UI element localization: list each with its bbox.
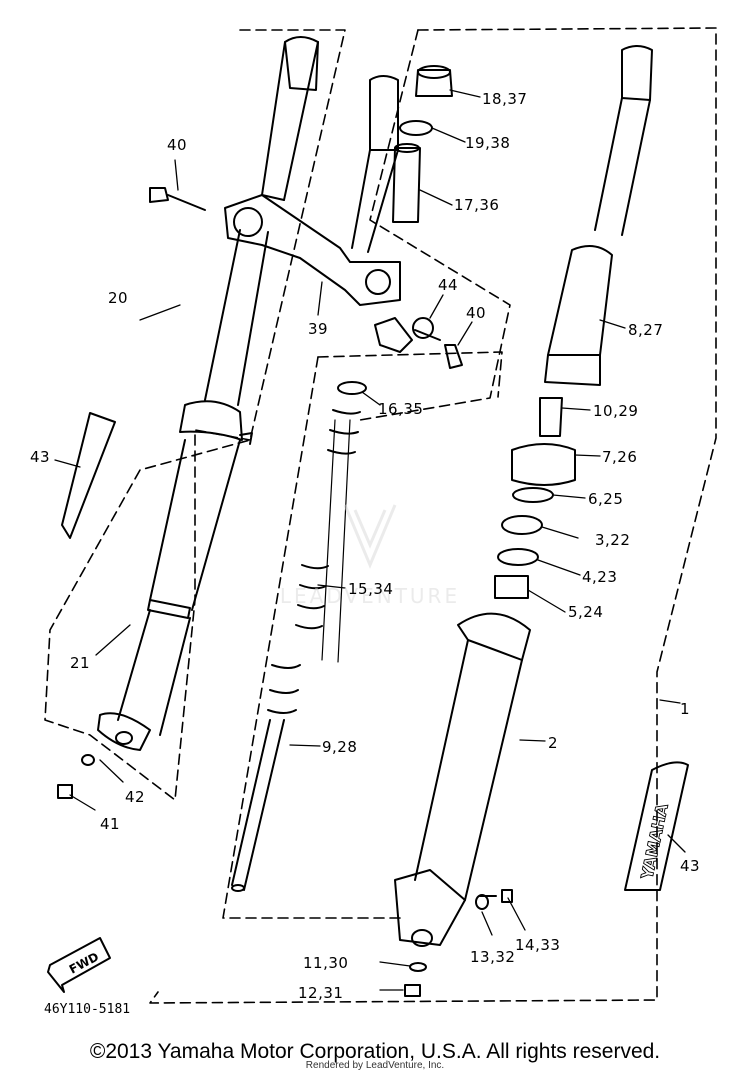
callout-c42: 42: [125, 788, 145, 806]
callout-c3: 3,22: [595, 531, 630, 549]
callout-c20: 20: [108, 289, 128, 307]
callout-c43a: 43: [30, 448, 50, 466]
callout-c6: 6,25: [588, 490, 623, 508]
callout-c4: 4,23: [582, 568, 617, 586]
clamp-44: [374, 317, 413, 353]
assembly-boundaries: [44, 27, 717, 1004]
callout-c8: 8,27: [628, 321, 663, 339]
steering-stem: [351, 75, 399, 253]
watermark: LEADVENTURE: [280, 504, 460, 608]
exploded-view-svg: LEADVENTURE YAMAHA FWD 123,224,235,246,2…: [30, 27, 717, 1017]
seal-stack: [494, 397, 576, 599]
callout-labels: 1 2 3,22 4,23 5,24 6,25 7,26 8,27 9,28 10,29 11,30…: [30, 90, 700, 1002]
callout-c18: 18,37: [482, 90, 527, 108]
callout-c1: 1: [680, 700, 690, 718]
drawing-code: 46Y110-5181: [44, 1002, 130, 1017]
callout-c40b: 40: [466, 304, 486, 322]
svg-text:LEADVENTURE: LEADVENTURE: [280, 584, 460, 608]
callout-c40a: 40: [167, 136, 187, 154]
copyright-text: ©2013 Yamaha Motor Corporation, U.S.A. A…: [89, 1040, 661, 1063]
lower-bracket: [224, 194, 401, 306]
decal-right: [624, 761, 689, 891]
springs-and-rod: [231, 381, 367, 892]
callout-c12: 12,31: [298, 984, 343, 1002]
callout-c5: 5,24: [568, 603, 603, 621]
callout-c19: 19,38: [465, 134, 510, 152]
callout-c10: 10,29: [593, 402, 638, 420]
callout-c41: 41: [100, 815, 120, 833]
fork-cap-parts: [392, 65, 453, 223]
callout-c16: 16,35: [378, 400, 423, 418]
callout-c44: 44: [438, 276, 458, 294]
right-fork-tube: [544, 45, 653, 386]
callout-c39: 39: [308, 320, 328, 338]
washer-44: [412, 317, 434, 339]
pinch-bolts: [149, 187, 463, 369]
outer-tube: [394, 612, 531, 947]
callout-c15: 15,34: [348, 580, 393, 598]
leader-lines: [54, 89, 686, 991]
callout-c43b: 43: [680, 857, 700, 875]
callout-c17: 17,36: [454, 196, 499, 214]
decal-left: [61, 412, 116, 539]
callout-c2: 2: [548, 734, 558, 752]
fwd-arrow-icon: [47, 937, 111, 993]
left-fork-leg: [97, 36, 319, 751]
callout-c7: 7,26: [602, 448, 637, 466]
rendered-by-text: Rendered by LeadVenture, Inc.: [305, 1060, 445, 1071]
callout-c14: 14,33: [515, 936, 560, 954]
callout-c11: 11,30: [303, 954, 348, 972]
callout-c21: 21: [70, 654, 90, 672]
hardware: [57, 754, 513, 997]
callout-c13: 13,32: [470, 948, 515, 966]
callout-c9: 9,28: [322, 738, 357, 756]
